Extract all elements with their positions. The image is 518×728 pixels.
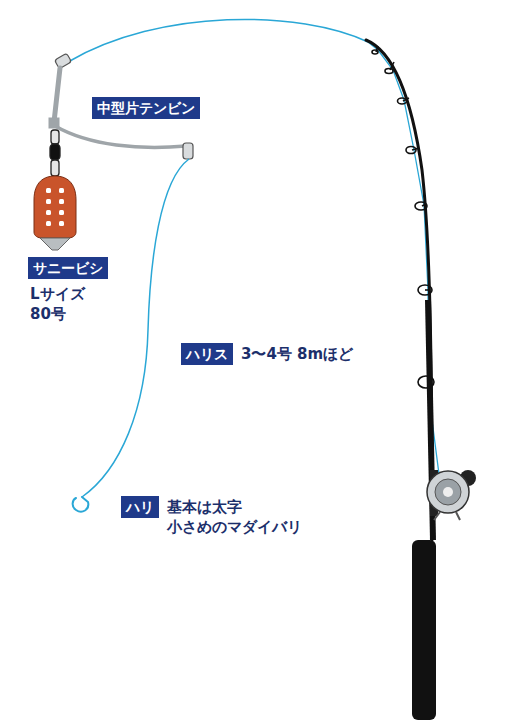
swivel	[183, 143, 193, 159]
sinker-hole	[59, 210, 64, 215]
reel	[427, 470, 476, 520]
sinker-hole	[46, 188, 51, 193]
part-name: ハリス	[181, 343, 233, 365]
rod-grip	[412, 540, 436, 720]
label-band: サニービシ Lサイズ 80号	[28, 257, 108, 324]
sinker-hole	[46, 199, 51, 204]
swivel	[54, 53, 71, 69]
part-name: 中型片テンビン	[92, 97, 200, 119]
leader-line	[82, 159, 189, 497]
snap-swivel	[50, 130, 60, 176]
sinker-hole	[46, 221, 51, 226]
part-note: Lサイズ 80号	[30, 284, 85, 324]
label-band: 中型片テンビン	[92, 97, 200, 119]
label-band: ハリ基本は太字 小さめのマダイバリ	[121, 496, 159, 518]
main-line-arc	[68, 19, 368, 62]
sinker-hole	[46, 210, 51, 215]
sinker-hole	[59, 221, 64, 226]
label-band: ハリス3〜4号 8mほど	[181, 343, 233, 365]
rod-guides	[372, 46, 434, 388]
hook	[73, 497, 89, 512]
part-note: 3〜4号 8mほど	[241, 344, 353, 364]
part-name: ハリ	[121, 496, 159, 518]
rod-blank	[366, 40, 432, 540]
sinker-hole	[59, 188, 64, 193]
sinker	[34, 176, 76, 250]
part-name: サニービシ	[28, 257, 108, 279]
part-note: 基本は太字 小さめのマダイバリ	[167, 497, 302, 537]
sinker-hole	[59, 199, 64, 204]
